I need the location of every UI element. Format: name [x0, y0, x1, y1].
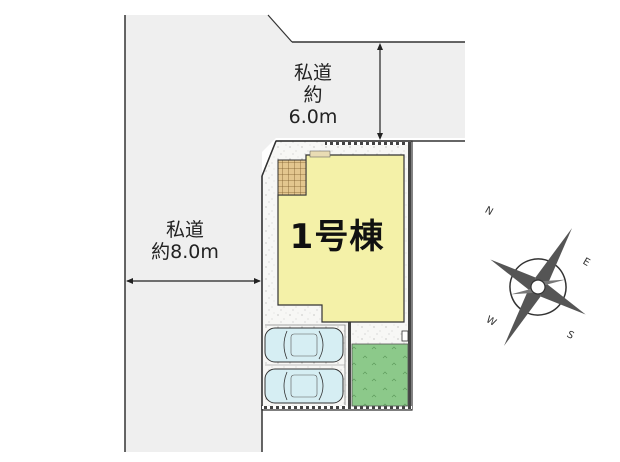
north-road-type: 私道: [293, 62, 332, 84]
car-2: [264, 368, 344, 404]
building-label: 1号棟: [289, 217, 385, 257]
garden: [351, 343, 409, 407]
west-road-type: 私道: [165, 219, 204, 241]
dimension-arrow-north-road: [377, 43, 383, 140]
car-1: [264, 327, 344, 363]
west-road-width: 約8.0m: [151, 240, 219, 263]
west-road-label: 私道 約8.0m: [132, 219, 238, 264]
north-road-label: 私道 約6.0m: [283, 62, 343, 129]
north-road-width: 約6.0m: [288, 83, 338, 128]
utility-box: [401, 330, 409, 342]
dimension-arrow-west-road: [126, 278, 261, 284]
building-1: [277, 150, 405, 323]
compass-rose-icon: [490, 228, 586, 346]
